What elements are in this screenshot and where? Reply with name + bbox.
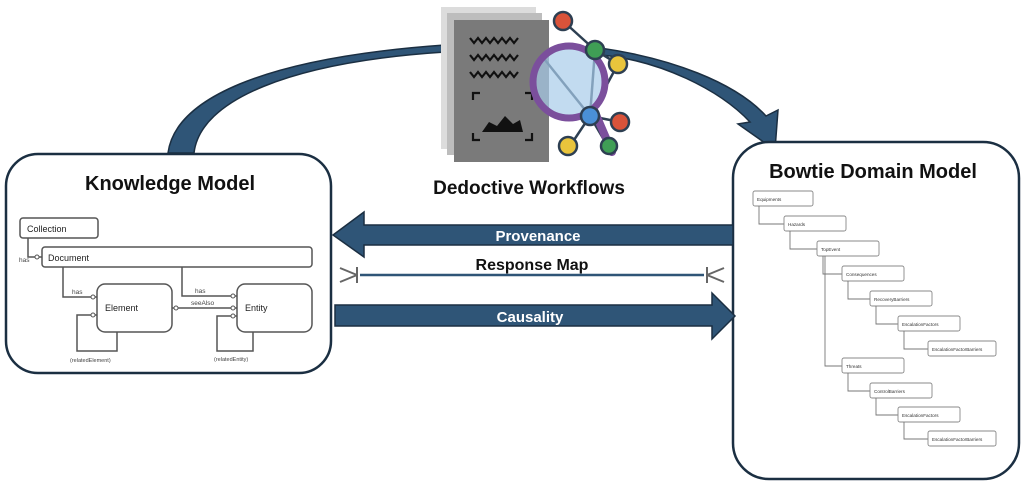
relation-label-seealso: seeAlso	[191, 300, 215, 307]
response-map-connector: Response Map	[339, 257, 725, 283]
entity-collection: Collection	[19, 217, 99, 239]
bowtie-node-label: RecoveryBarriers	[874, 297, 910, 302]
bowtie-node: EscalationFactors	[897, 406, 961, 423]
bowtie-node-label: Equipments	[757, 197, 782, 202]
relation-document-entity	[181, 267, 237, 297]
entity-element: Element	[96, 283, 173, 333]
bowtie-connector	[875, 306, 898, 325]
relation-element-self	[76, 314, 118, 352]
response-map-end-right	[706, 267, 725, 283]
knowledge-model-title: Knowledge Model	[85, 173, 255, 195]
response-map-label: Response Map	[476, 257, 589, 274]
bowtie-node: Threats	[841, 357, 905, 374]
bowtie-connector	[875, 398, 898, 416]
provenance-arrow: Provenance	[331, 210, 734, 259]
bowtie-node: EscalationFactors	[897, 315, 961, 332]
curved-connector-right-arrow	[599, 47, 779, 152]
bowtie-node: EscalationFactorBarriers	[927, 430, 997, 447]
curved-connector-left	[167, 44, 446, 154]
bowtie-connector	[758, 206, 784, 225]
bowtie-node: RecoveryBarriers	[869, 290, 933, 307]
bowtie-node: Equipments	[752, 190, 814, 207]
entity-label: Entity	[245, 303, 268, 313]
crowsfoot-marks	[34, 254, 236, 319]
magnifier-lens	[529, 42, 609, 122]
bowtie-connector	[824, 256, 842, 367]
relation-label-related-element: (relatedElement)	[70, 358, 111, 364]
bowtie-node-label: Consequences	[846, 272, 877, 277]
bowtie-node-label: Hazards	[788, 222, 806, 227]
knowledge-model-relations	[27, 238, 254, 352]
relation-label-has-3: has	[195, 288, 206, 295]
collection-label: Collection	[27, 224, 67, 234]
element-label: Element	[105, 303, 139, 313]
bowtie-connector	[903, 331, 928, 350]
bowtie-connector	[847, 373, 870, 392]
relation-label-related-entity: (relatedEntity)	[214, 357, 248, 363]
bowtie-node-label: TopEvent	[821, 247, 841, 252]
bowtie-node: EscalationFactorBarriers	[927, 340, 997, 357]
bowtie-connector	[903, 422, 928, 440]
bowtie-node: ControlBarriers	[869, 382, 933, 399]
relation-entity-self	[216, 315, 254, 352]
bowtie-node: Hazards	[783, 215, 847, 232]
bowtie-model-title: Bowtie Domain Model	[769, 161, 977, 183]
bowtie-node: TopEvent	[816, 240, 880, 257]
relation-label-has-2: has	[72, 289, 83, 296]
workflows-title: Dedoctive Workflows	[433, 178, 625, 199]
bowtie-tree: EquipmentsHazardsTopEventConsequencesRec…	[752, 190, 997, 447]
causality-arrow: Causality	[334, 291, 737, 341]
bowtie-node-label: ControlBarriers	[874, 389, 906, 394]
bowtie-node-label: Threats	[846, 364, 862, 369]
image-glyph-icon	[482, 116, 523, 132]
knowledge-model-panel: Knowledge Model Collection Document Elem…	[4, 152, 333, 375]
provenance-label: Provenance	[495, 228, 580, 245]
relation-label-has-1: has	[19, 257, 30, 264]
entity-entity: Entity	[236, 283, 313, 333]
entity-document: Document	[41, 246, 313, 268]
bowtie-connector	[822, 256, 842, 275]
bowtie-connector	[789, 231, 817, 250]
bowtie-node-label: EscalationFactorBarriers	[932, 437, 983, 442]
document-label: Document	[48, 253, 90, 263]
bowtie-connector	[847, 281, 870, 300]
bowtie-node-label: EscalationFactors	[902, 413, 939, 418]
relation-document-element	[62, 267, 97, 298]
causality-label: Causality	[497, 309, 564, 326]
document-search-graph-icon	[441, 7, 631, 162]
bowtie-domain-model-panel: Bowtie Domain Model EquipmentsHazardsTop…	[731, 140, 1021, 481]
response-map-end-left	[339, 267, 358, 283]
bowtie-node-label: EscalationFactorBarriers	[932, 347, 983, 352]
bowtie-node-label: EscalationFactors	[902, 322, 939, 327]
graph-nodes	[552, 10, 631, 157]
bowtie-node: Consequences	[841, 265, 905, 282]
